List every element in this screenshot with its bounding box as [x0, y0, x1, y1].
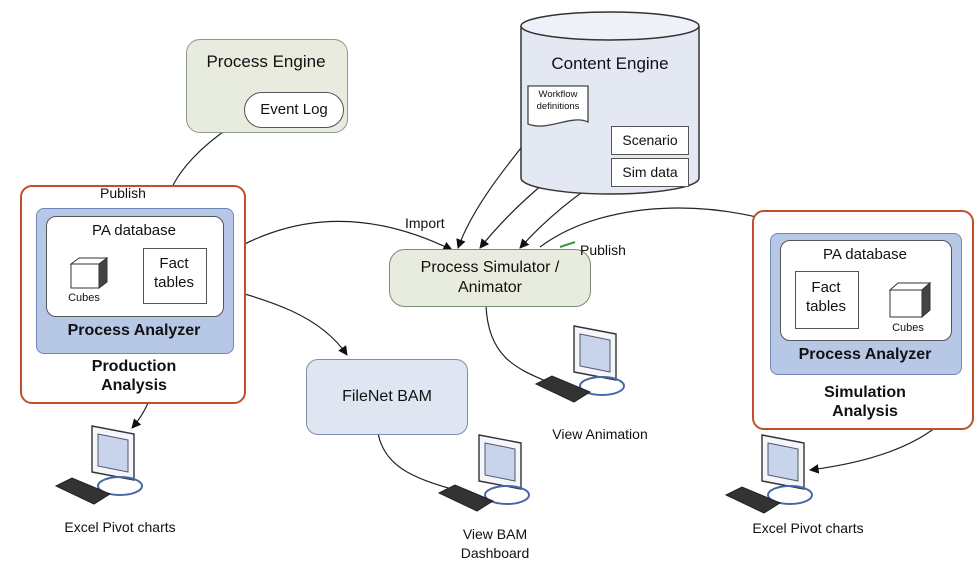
excel-right-computer-icon — [724, 434, 813, 514]
simulation-process-analyzer-label: Process Analyzer — [798, 346, 932, 363]
simulation-analysis-title: Simulation Analysis — [824, 384, 906, 420]
publish-label-right: Publish — [580, 242, 626, 258]
scenario-box: Scenario — [611, 126, 689, 155]
production-cube-icon — [69, 257, 109, 289]
filenet-bam-box: FileNet BAM — [306, 359, 468, 435]
content-engine-title: Content Engine — [551, 54, 669, 73]
simulation-cubes-label: Cubes — [892, 322, 924, 334]
simulation-pa-database-label: PA database — [823, 246, 907, 263]
simulation-cube-icon — [888, 281, 932, 319]
simulation-fact-tables-box — [795, 271, 859, 329]
production-process-analyzer-label: Process Analyzer — [67, 322, 201, 339]
production-analysis-title: Production Analysis — [91, 358, 177, 394]
import-label: Import — [405, 215, 445, 231]
process-simulator-animator-box: Process Simulator / Animator — [389, 249, 591, 307]
view-bam-dashboard-label: View BAM Dashboard — [460, 526, 530, 561]
excel-pivot-left-label: Excel Pivot charts — [64, 519, 176, 535]
excel-pivot-right-label: Excel Pivot charts — [752, 520, 864, 536]
sim-data-box: Sim data — [611, 158, 689, 187]
production-fact-tables-box — [143, 248, 207, 304]
workflow-document-icon — [527, 85, 589, 127]
process-engine-title: Process Engine — [206, 52, 326, 71]
production-pa-database-label: PA database — [92, 222, 176, 239]
event-log-node: Event Log — [244, 92, 344, 128]
animation-computer-icon — [534, 325, 625, 403]
publish-label-top: Publish — [100, 185, 146, 201]
workflow-definitions-label: Workflow definitions — [536, 89, 580, 112]
production-fact-tables-label: Fact tables — [153, 255, 195, 291]
simulation-fact-tables-label: Fact tables — [805, 279, 847, 315]
simulator-line-1: Process Simulator / — [420, 259, 560, 276]
bam-dashboard-computer-icon — [437, 434, 530, 512]
simulator-line-2: Animator — [457, 279, 523, 296]
excel-left-computer-icon — [54, 425, 143, 505]
view-animation-label: View Animation — [552, 426, 648, 442]
production-cubes-label: Cubes — [68, 292, 100, 304]
